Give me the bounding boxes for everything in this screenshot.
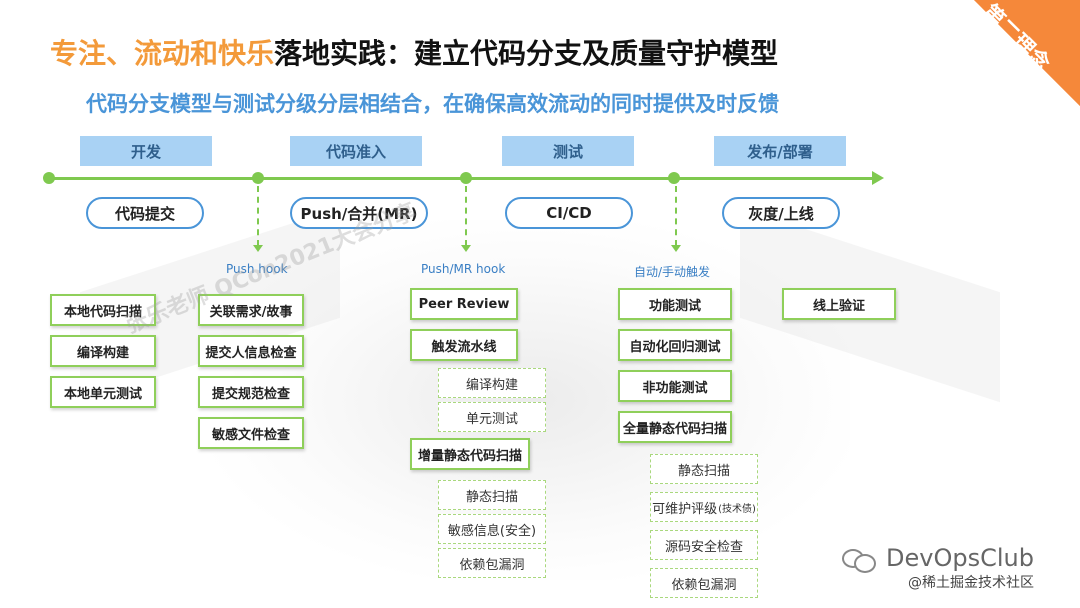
mr-check-incremental-scan: 增量静态代码扫描 bbox=[410, 438, 530, 470]
event-commit: 代码提交 bbox=[86, 197, 204, 229]
connector-arrow bbox=[671, 245, 681, 252]
title-rest: 落地实践：建立代码分支及质量守护模型 bbox=[274, 37, 779, 70]
connector-arrow bbox=[461, 245, 471, 252]
connector-dashed bbox=[465, 186, 467, 246]
stage-dev: 开发 bbox=[80, 136, 212, 166]
mr-pipeline-unit-test: 单元测试 bbox=[438, 402, 546, 432]
test-check-functional: 功能测试 bbox=[618, 288, 732, 320]
source-credit: @稀土掘金技术社区 bbox=[908, 575, 1034, 591]
timeline-dot bbox=[43, 172, 55, 184]
tech-debt-note: (技术债) bbox=[718, 503, 756, 515]
devopsclub-logo: DevOpsClub bbox=[842, 544, 1034, 573]
mr-check-peer-review: Peer Review bbox=[410, 288, 518, 320]
dev-check-local-scan: 本地代码扫描 bbox=[50, 294, 156, 326]
stage-admission: 代码准入 bbox=[290, 136, 422, 166]
test-scan-source-security: 源码安全检查 bbox=[650, 530, 758, 560]
mr-scan-dependency: 依赖包漏洞 bbox=[438, 548, 546, 578]
timeline-dot bbox=[460, 172, 472, 184]
event-gray-release: 灰度/上线 bbox=[722, 197, 840, 229]
event-push-merge: Push/合并(MR) bbox=[290, 197, 428, 229]
page-title: 专注、流动和快乐落地实践：建立代码分支及质量守护模型 bbox=[50, 32, 778, 72]
connector-arrow bbox=[253, 245, 263, 252]
test-check-full-scan: 全量静态代码扫描 bbox=[618, 411, 732, 443]
stage-release: 发布/部署 bbox=[714, 136, 846, 166]
timeline-arrowhead bbox=[872, 171, 884, 185]
test-scan-maintainability-label: 可维护评级 bbox=[652, 501, 718, 517]
mr-scan-sensitive-info: 敏感信息(安全) bbox=[438, 514, 546, 544]
test-scan-dependency: 依赖包漏洞 bbox=[650, 568, 758, 598]
push-check-link-story: 关联需求/故事 bbox=[198, 294, 304, 326]
test-scan-maintainability: 可维护评级(技术债) bbox=[650, 492, 758, 522]
dev-check-build: 编译构建 bbox=[50, 335, 156, 367]
hook-push-mr: Push/MR hook bbox=[421, 262, 506, 276]
release-check-online-verify: 线上验证 bbox=[782, 288, 896, 320]
mr-check-pipeline: 触发流水线 bbox=[410, 329, 518, 361]
dev-check-unit-test: 本地单元测试 bbox=[50, 376, 156, 408]
test-check-nonfunctional: 非功能测试 bbox=[618, 370, 732, 402]
mr-pipeline-build: 编译构建 bbox=[438, 368, 546, 398]
mr-scan-static: 静态扫描 bbox=[438, 480, 546, 510]
event-cicd: CI/CD bbox=[505, 197, 633, 229]
stage-test: 测试 bbox=[502, 136, 634, 166]
push-check-author: 提交人信息检查 bbox=[198, 335, 304, 367]
test-check-regression: 自动化回归测试 bbox=[618, 329, 732, 361]
timeline-dot bbox=[668, 172, 680, 184]
wechat-icon bbox=[842, 547, 876, 573]
timeline-dot bbox=[252, 172, 264, 184]
corner-ribbon: 第二理念 bbox=[930, 0, 1080, 150]
push-check-sensitive-files: 敏感文件检查 bbox=[198, 417, 304, 449]
push-check-convention: 提交规范检查 bbox=[198, 376, 304, 408]
connector-dashed bbox=[257, 186, 259, 246]
test-scan-static: 静态扫描 bbox=[650, 454, 758, 484]
title-accent: 专注、流动和快乐 bbox=[50, 37, 275, 70]
connector-dashed bbox=[675, 186, 677, 246]
hook-trigger: 自动/手动触发 bbox=[634, 265, 711, 279]
logo-text: DevOpsClub bbox=[886, 544, 1034, 572]
page-subtitle: 代码分支模型与测试分级分层相结合，在确保高效流动的同时提供及时反馈 bbox=[86, 92, 779, 116]
hook-push: Push hook bbox=[226, 262, 288, 276]
